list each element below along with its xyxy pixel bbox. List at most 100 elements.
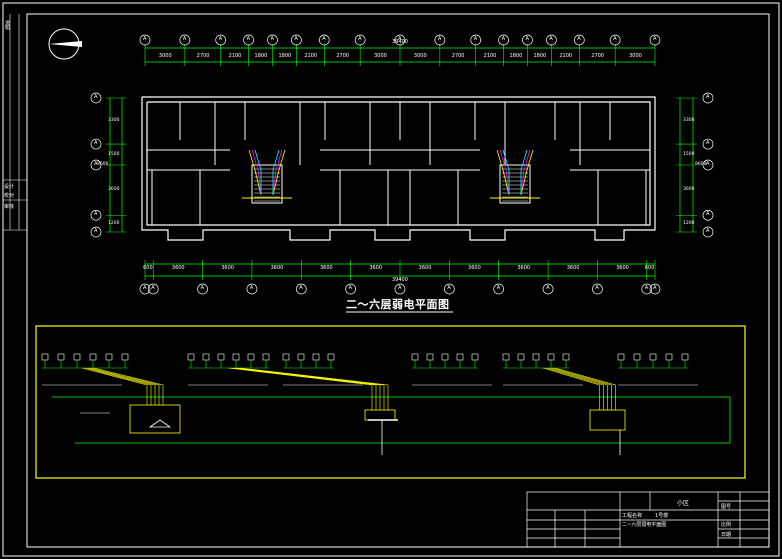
outlet-icon (57, 353, 65, 361)
outlet-icon (471, 353, 479, 361)
title-block-label-2: 比例 (721, 522, 732, 528)
riser-cable (90, 367, 160, 405)
bottom-total-dim: 39400 (392, 277, 408, 283)
right-axis-bubble (702, 159, 714, 171)
left-axis-label-0: A (94, 94, 98, 100)
riser-cable (93, 367, 164, 405)
title-block-building: 1号楼 (655, 513, 669, 519)
strip-label-4: 审核 (4, 204, 15, 210)
bottom-dim-6: 3600 (418, 265, 432, 271)
title-block-drawing-name: 二~六层弱电平面图 (622, 522, 667, 528)
bottom-axis-bubble (295, 283, 307, 295)
top-axis-label-2: A (218, 36, 223, 42)
distribution-box (129, 404, 181, 434)
bottom-axis-label-2: A (200, 285, 204, 291)
right-axis-bubble (702, 226, 714, 238)
room (339, 169, 389, 226)
left-dim-1: 1500 (108, 151, 120, 157)
bottom-axis-bubble (139, 283, 151, 295)
top-axis-label-5: A (294, 36, 298, 42)
outlet-icon (562, 353, 570, 361)
top-axis-bubble (498, 34, 509, 46)
top-axis-bubble (522, 34, 533, 46)
room (151, 169, 201, 226)
exterior-wall (141, 96, 656, 241)
bottom-dim-9: 3600 (566, 265, 580, 271)
outlet-icon (441, 353, 449, 361)
outlet-icon (297, 353, 305, 361)
riser-cable (84, 367, 152, 405)
outlet-icon (502, 353, 510, 361)
bottom-axis-bubble (246, 283, 258, 295)
cable-run (272, 149, 283, 196)
inner-frame (26, 13, 770, 548)
right-dim-0: 3300 (683, 118, 695, 124)
right-axis-label-0: A (706, 94, 710, 100)
bottom-axis-label-8: A (496, 285, 501, 291)
top-dim-13: 2100 (559, 53, 573, 59)
title-block-label-3: 日期 (721, 532, 732, 538)
top-axis-label-11: A (501, 36, 506, 42)
cable-run (502, 149, 510, 195)
top-axis-bubble (243, 34, 254, 46)
riser-cable (227, 367, 373, 410)
inner-wall-line (146, 101, 651, 226)
bottom-dim-8: 3600 (517, 265, 531, 271)
top-axis-bubble (573, 34, 585, 46)
strip-label-2: 设计 (4, 184, 15, 190)
riser-cable (81, 367, 148, 405)
cable-run (254, 149, 262, 195)
left-dim-3: 1200 (108, 220, 120, 226)
outlet-icon (681, 353, 689, 361)
distribution-box (589, 409, 626, 431)
top-dim-10: 2100 (483, 53, 497, 59)
bottom-dim-1: 3600 (171, 265, 185, 271)
strip-label-1: 说明 (4, 20, 10, 30)
riser-cable (545, 367, 604, 410)
bottom-axis-bubble (197, 283, 208, 295)
bottom-axis-bubble (345, 283, 356, 295)
title-block-name: 工程名称 (622, 513, 643, 519)
outlet-icon (517, 353, 525, 361)
bottom-axis-bubble (444, 283, 455, 295)
outlet-icon (73, 353, 81, 361)
top-axis-label-14: A (577, 36, 581, 42)
left-axis-label-1: A (94, 140, 98, 147)
bottom-dim-0: 600 (143, 265, 153, 271)
right-axis-label-2: A (706, 161, 710, 167)
top-axis-bubble (318, 34, 330, 46)
bottom-dim-3: 3600 (270, 265, 284, 271)
bottom-axis-label-7: A (447, 285, 451, 291)
cable-run (272, 149, 286, 196)
outlet-icon (282, 353, 290, 361)
bottom-axis-bubble (147, 283, 159, 295)
outlet-icon (247, 353, 255, 361)
right-axis-label-1: A (706, 140, 710, 147)
top-dim-1: 2700 (196, 53, 210, 59)
top-axis-bubble (215, 34, 227, 46)
bottom-axis-label-5: A (348, 285, 353, 291)
left-dim-0: 3300 (108, 118, 120, 124)
bottom-axis-bubble (394, 283, 406, 295)
top-dim-14: 2700 (591, 53, 604, 59)
bottom-dim-7: 3600 (468, 265, 481, 271)
backbone-line (52, 396, 731, 444)
right-axis-bubble (702, 209, 714, 221)
top-axis-label-6: A (322, 36, 326, 42)
cable-run (251, 149, 262, 196)
outlet-icon (262, 353, 270, 361)
outlet-icon (187, 353, 195, 361)
riser-cable (239, 367, 389, 410)
top-axis-bubble (470, 34, 482, 46)
outlet-icon (547, 353, 555, 361)
top-axis-label-1: A (182, 36, 187, 42)
top-axis-label-9: A (437, 36, 442, 42)
top-axis-bubble (394, 34, 406, 46)
right-dim-2: 3600 (683, 187, 695, 193)
left-axis-bubble (90, 138, 102, 150)
bottom-axis-label-3: A (249, 285, 254, 291)
right-axis-label-3: A (706, 211, 710, 218)
top-axis-bubble (434, 34, 446, 46)
